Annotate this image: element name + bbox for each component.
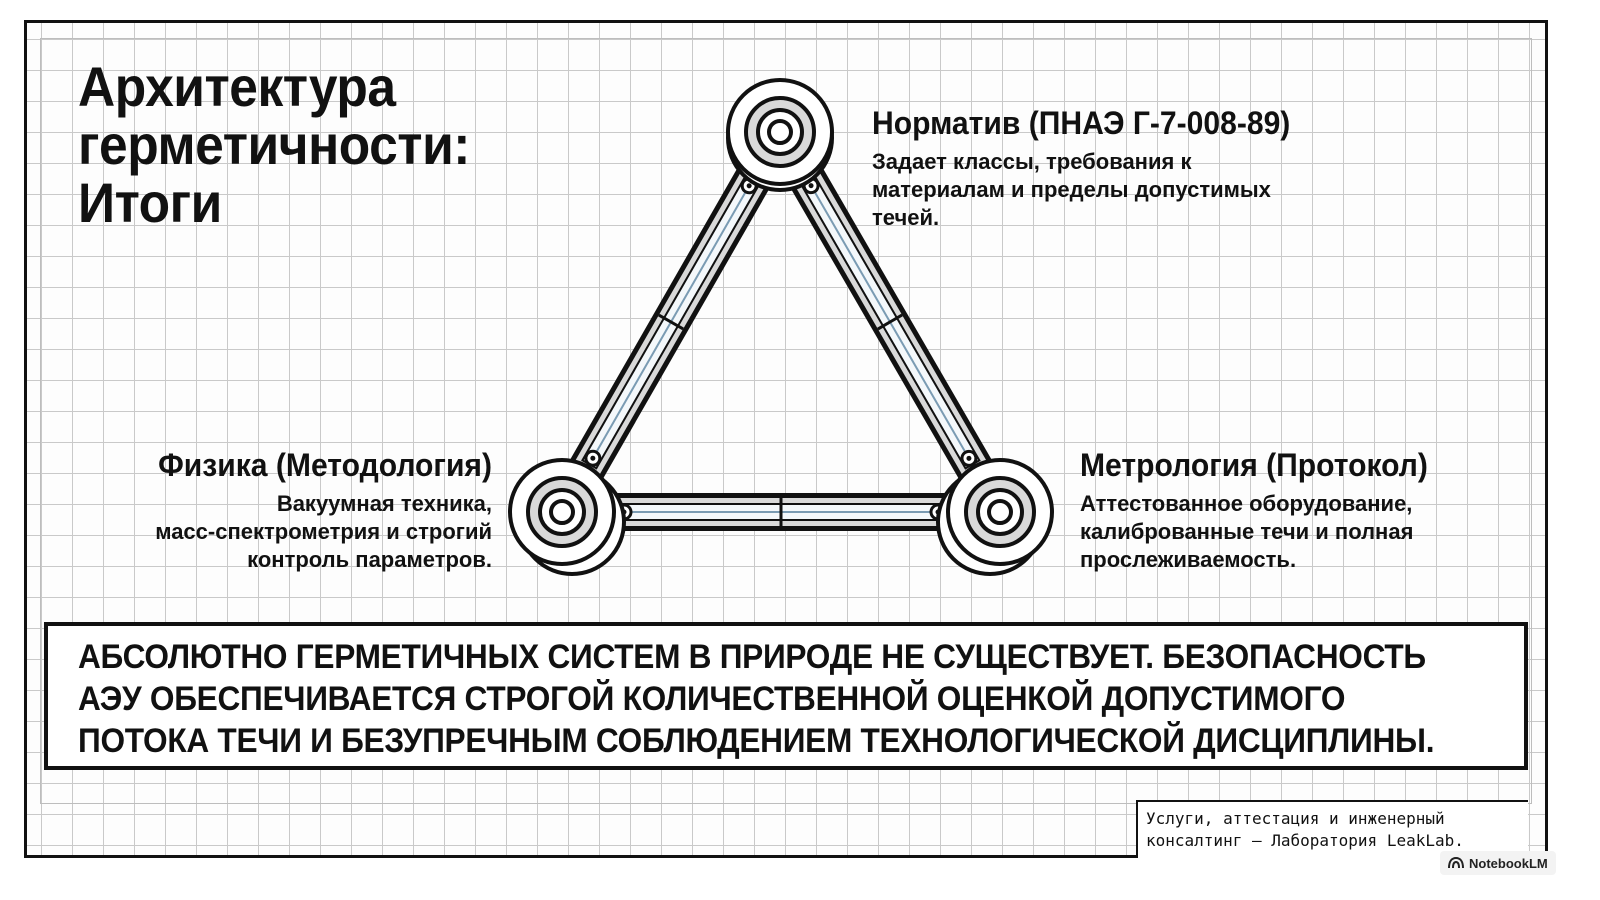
page-title: Архитектура герметичности: Итоги bbox=[78, 55, 470, 234]
joint-left bbox=[508, 458, 626, 576]
node-norm-description: Задает классы, требования к материалам и… bbox=[872, 149, 1271, 230]
watermark-label: NotebookLM bbox=[1469, 855, 1548, 871]
hinge-joint-icon-pin bbox=[549, 499, 575, 525]
node-norm-heading: Норматив (ПНАЭ Г-7-008-89) bbox=[872, 105, 1291, 141]
frame-bar-left-seam bbox=[658, 313, 684, 331]
conclusion-text: АБСОЛЮТНО ГЕРМЕТИЧНЫХ СИСТЕМ В ПРИРОДЕ Н… bbox=[78, 638, 1435, 760]
frame-bar-right-seam bbox=[877, 313, 903, 331]
footer-credit: Услуги, аттестация и инженерный консалти… bbox=[1136, 800, 1528, 858]
notebooklm-watermark: NotebookLM bbox=[1440, 851, 1556, 875]
node-physics-heading: Физика (Методология) bbox=[158, 447, 492, 483]
notebooklm-logo-icon bbox=[1448, 857, 1464, 869]
node-metrology-label: Метрология (Протокол) Аттестованное обор… bbox=[1080, 446, 1520, 574]
node-metrology-heading: Метрология (Протокол) bbox=[1080, 447, 1428, 483]
joint-top bbox=[726, 78, 834, 192]
rivet-icon-center bbox=[966, 455, 972, 461]
frame-bar-right bbox=[763, 122, 1017, 522]
node-metrology-description: Аттестованное оборудование, калиброванны… bbox=[1080, 491, 1414, 572]
node-norm-label: Норматив (ПНАЭ Г-7-008-89) Задает классы… bbox=[872, 104, 1432, 232]
joint-right bbox=[936, 458, 1054, 576]
hinge-joint-icon-pin bbox=[987, 499, 1013, 525]
conclusion-box: АБСОЛЮТНО ГЕРМЕТИЧНЫХ СИСТЕМ В ПРИРОДЕ Н… bbox=[44, 622, 1528, 770]
node-physics-label: Физика (Методология) Вакуумная техника, … bbox=[100, 446, 492, 574]
node-physics-description: Вакуумная техника, масс-спектрометрия и … bbox=[155, 491, 492, 572]
frame-bar-left bbox=[545, 122, 797, 522]
hinge-joint-icon-pin bbox=[767, 119, 793, 145]
frame-joints bbox=[508, 78, 1054, 576]
rivet-icon-center bbox=[590, 455, 596, 461]
rivet-icon-center bbox=[746, 183, 752, 189]
frame-bar-bottom bbox=[562, 493, 1000, 531]
rivet-icon-center bbox=[808, 183, 814, 189]
frame-bars bbox=[545, 122, 1017, 531]
